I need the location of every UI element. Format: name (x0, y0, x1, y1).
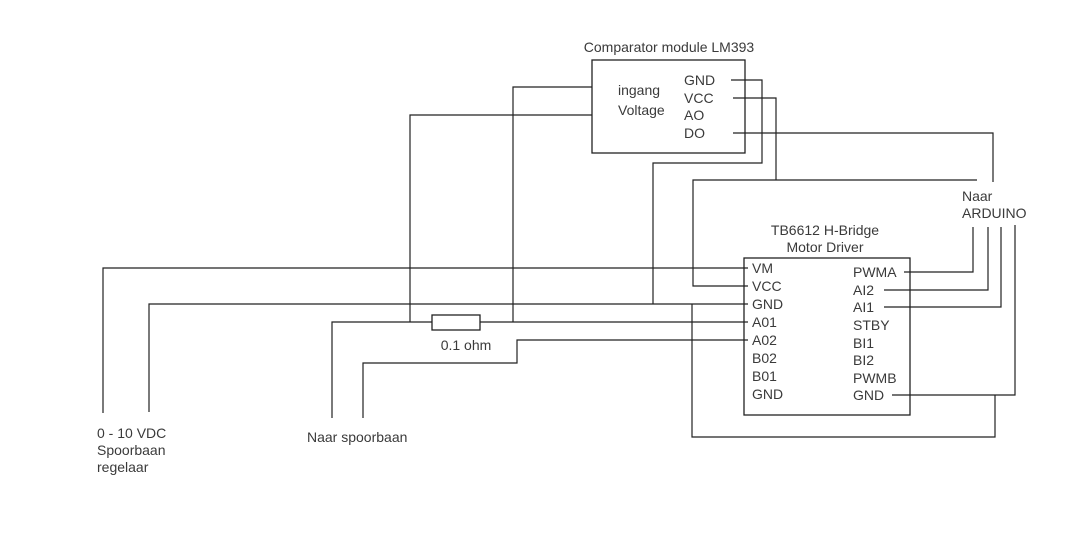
driver-pin-vm: VM (752, 260, 773, 276)
driver-pin-bi2: BI2 (853, 352, 874, 368)
driver-pin-a02: A02 (752, 332, 777, 348)
driver-pin-b02: B02 (752, 350, 777, 366)
driver-pin-ai2: AI2 (853, 282, 874, 298)
driver-title-2: Motor Driver (786, 239, 863, 255)
comparator-input-label-1: ingang (618, 82, 660, 98)
comparator-pin-gnd: GND (684, 72, 715, 88)
comparator-pin-do: DO (684, 125, 705, 141)
wire-gnd-bus (691, 304, 996, 438)
driver-pin-gnd-left: GND (752, 296, 783, 312)
comparator-pin-ao: AO (684, 107, 704, 123)
driver-pin-ai1: AI1 (853, 299, 874, 315)
arduino-label-2: ARDUINO (962, 205, 1027, 221)
driver-pin-stby: STBY (853, 317, 890, 333)
arduino-label-1: Naar (962, 188, 993, 204)
wire-ai1-to-arduino (884, 227, 1002, 308)
motor-driver-box (743, 257, 911, 416)
comparator-pin-vcc: VCC (684, 90, 714, 106)
wire-ai2-to-arduino (884, 227, 989, 291)
wire-regelaar-plus-to-vm (102, 267, 748, 413)
driver-pin-a01: A01 (752, 314, 777, 330)
comparator-input-label-2: Voltage (618, 102, 665, 118)
wire-ingang-sense (512, 86, 592, 322)
wire-5v-to-driver-vcc (692, 179, 977, 287)
driver-pin-b01: B01 (752, 368, 777, 384)
driver-pin-bi1: BI1 (853, 335, 874, 351)
regelaar-label-2: Spoorbaan (97, 442, 166, 458)
resistor-value-label: 0.1 ohm (441, 337, 492, 353)
wire-pwma-to-arduino (904, 227, 974, 273)
wire-driver-gnd-to-arduino (892, 225, 1016, 396)
spoorbaan-label: Naar spoorbaan (307, 429, 407, 445)
driver-pin-pwma: PWMA (853, 264, 897, 280)
regelaar-label-3: regelaar (97, 459, 149, 475)
driver-pin-pwmb: PWMB (853, 370, 897, 386)
driver-pin-gnd-left2: GND (752, 386, 783, 402)
shunt-resistor (431, 314, 481, 331)
wire-a02-to-spoorbaan (362, 339, 748, 418)
wire-regelaar-minus-to-gnd (148, 303, 748, 412)
comparator-box (591, 59, 746, 154)
driver-title-1: TB6612 H-Bridge (771, 222, 879, 238)
wire-comparator-gnd (652, 79, 763, 304)
wire-voltage-sense (409, 114, 592, 322)
comparator-title: Comparator module LM393 (584, 39, 755, 55)
wire-shunt-to-spoorbaan (331, 321, 432, 418)
wire-do-to-arduino (733, 132, 994, 182)
wire-comparator-vcc (733, 97, 777, 180)
driver-pin-gnd-right: GND (853, 387, 884, 403)
regelaar-label-1: 0 - 10 VDC (97, 425, 166, 441)
driver-pin-vcc: VCC (752, 278, 782, 294)
